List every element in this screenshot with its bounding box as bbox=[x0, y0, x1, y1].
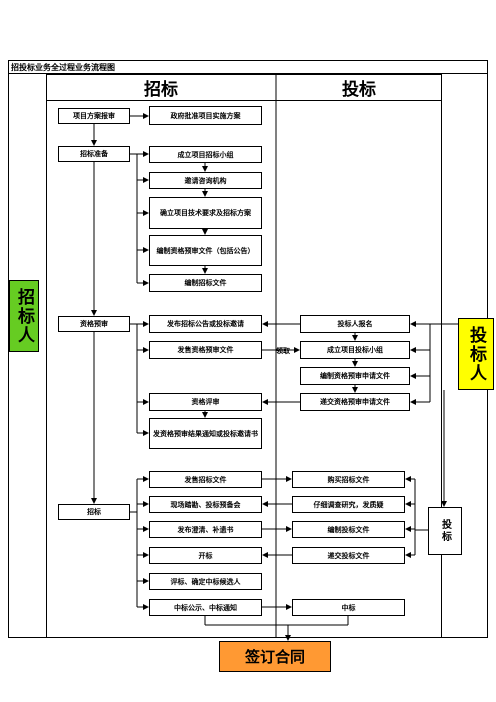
header-bid: 投标 bbox=[342, 80, 376, 100]
bid-buy-tender-docs: 购买招标文件 bbox=[292, 471, 405, 488]
header-tender: 招标 bbox=[144, 80, 178, 100]
step-award-notice: 中标公示、中标通知 bbox=[149, 599, 262, 616]
chart-title: 招投标业务全过程业务流程图 bbox=[11, 62, 115, 72]
step-site-visit: 现场踏勘、投标预备会 bbox=[149, 496, 262, 513]
stage-prequalification: 资格预审 bbox=[58, 316, 130, 332]
step-gov-approval: 政府批准项目实施方案 bbox=[149, 106, 262, 125]
stage-project-review: 项目方案报审 bbox=[58, 108, 130, 124]
title-row bbox=[8, 60, 488, 74]
role-bidder: 投标人 bbox=[458, 318, 494, 390]
step-publish-clarification: 发布澄清、补遗书 bbox=[149, 521, 262, 538]
step-prep-prequal-docs: 编制资格预审文件（包括公告） bbox=[149, 235, 262, 266]
step-define-requirements: 确立项目技术要求及招标方案 bbox=[149, 197, 262, 229]
bid-registration: 投标人报名 bbox=[300, 315, 410, 333]
bid-form-team: 成立项目投标小组 bbox=[300, 341, 410, 359]
sign-contract-box: 签订合同 bbox=[219, 641, 331, 672]
role-tenderer-label: 招标人 bbox=[14, 287, 34, 345]
receive-label: 领取 bbox=[276, 347, 290, 355]
bid-prep-bid-docs: 编制投标文件 bbox=[292, 521, 405, 538]
step-sell-tender-docs: 发售招标文件 bbox=[149, 471, 262, 488]
role-bid-side-label: 投标 bbox=[439, 519, 451, 543]
step-sell-prequal-docs: 发售资格预审文件 bbox=[149, 341, 262, 359]
bid-prep-prequal-application: 编制资格预审申请文件 bbox=[300, 367, 410, 385]
role-bidder-label: 投标人 bbox=[466, 325, 486, 383]
bid-research-query: 仔细调查研究，发质疑 bbox=[292, 496, 405, 513]
bid-submit-prequal-application: 递交资格预审申请文件 bbox=[300, 393, 410, 411]
stage-tender-prep: 招标准备 bbox=[58, 146, 130, 162]
step-form-tender-team: 成立项目招标小组 bbox=[149, 146, 262, 163]
bid-submit-bid-docs: 递交投标文件 bbox=[292, 547, 405, 564]
step-prep-tender-docs: 编制招标文件 bbox=[149, 274, 262, 292]
step-publish-notice: 发布招标公告或投标邀请 bbox=[149, 315, 262, 333]
role-bid-side: 投标 bbox=[428, 507, 462, 555]
step-bid-opening: 开标 bbox=[149, 547, 262, 564]
step-invite-consultant: 邀请咨询机构 bbox=[149, 172, 262, 189]
step-send-results: 发资格预审结果通知或投标邀请书 bbox=[149, 418, 262, 449]
stage-tendering: 招标 bbox=[58, 504, 130, 520]
bid-win: 中标 bbox=[292, 599, 405, 616]
header-row bbox=[46, 74, 442, 101]
step-qualification-review: 资格评审 bbox=[149, 393, 262, 411]
step-bid-evaluation: 评标、确定中标候选人 bbox=[149, 573, 262, 590]
role-tenderer: 招标人 bbox=[9, 280, 39, 352]
